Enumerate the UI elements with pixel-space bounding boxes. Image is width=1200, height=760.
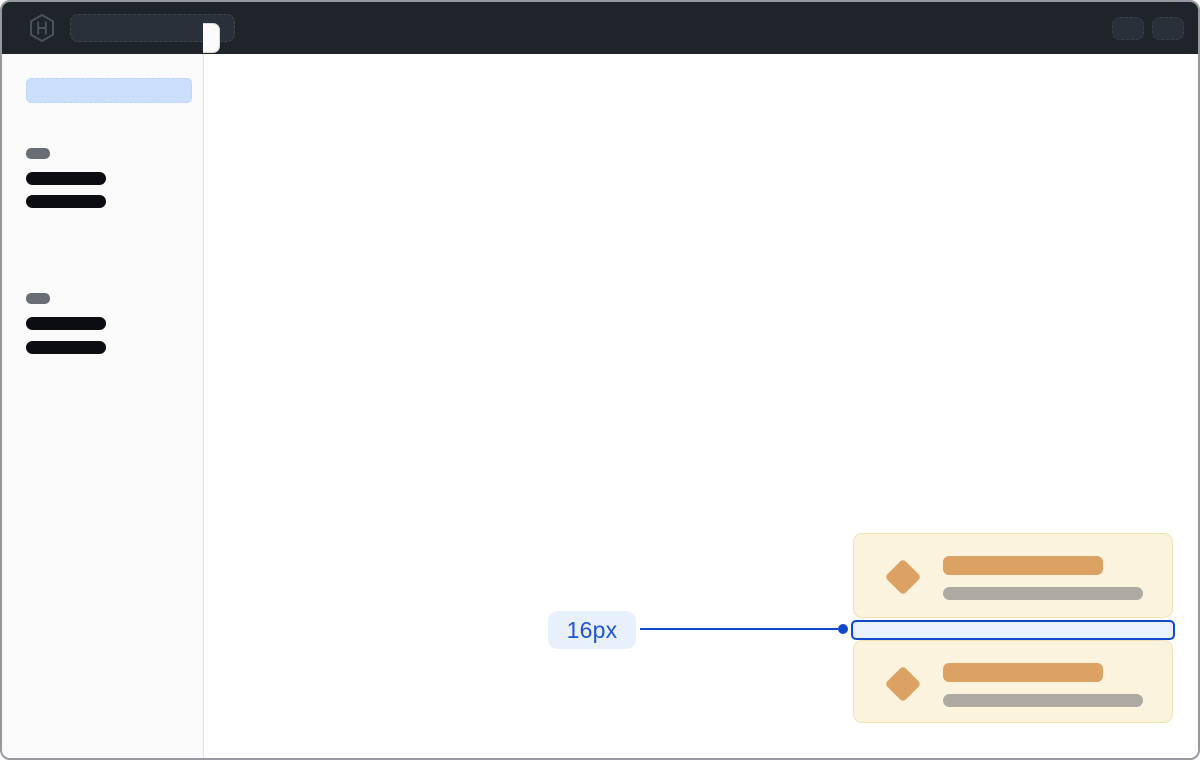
leader-line <box>640 628 838 630</box>
sidebar-section-label-placeholder <box>26 293 50 304</box>
toast-title-placeholder <box>943 556 1103 575</box>
toast-card <box>853 533 1173 618</box>
spacing-label: 16px <box>566 616 618 643</box>
toast-description-placeholder <box>943 694 1143 707</box>
spacing-highlight <box>851 620 1175 640</box>
sidebar-toggle-tab[interactable] <box>203 23 220 53</box>
sidebar-active-item-placeholder[interactable] <box>26 78 192 103</box>
spacing-label-badge: 16px <box>548 611 636 649</box>
header-help-button-placeholder[interactable] <box>1112 16 1144 40</box>
toast-title-placeholder <box>943 663 1103 682</box>
toast-card <box>853 640 1173 723</box>
diamond-alert-icon <box>884 558 921 595</box>
sidebar-nav-item-placeholder[interactable] <box>26 317 106 330</box>
sidebar-section-label-placeholder <box>26 148 50 159</box>
leader-dot <box>838 624 848 634</box>
sidebar-nav-item-placeholder[interactable] <box>26 341 106 354</box>
sidebar-nav-item-placeholder[interactable] <box>26 172 106 185</box>
header-user-menu-placeholder[interactable] <box>1152 16 1184 40</box>
sidebar-nav-item-placeholder[interactable] <box>26 195 106 208</box>
diamond-alert-icon <box>884 665 921 702</box>
sidebar <box>2 54 204 758</box>
hashicorp-logo-icon[interactable] <box>28 14 56 43</box>
top-nav <box>2 2 1198 54</box>
toast-description-placeholder <box>943 587 1143 600</box>
header-actions <box>1112 16 1184 40</box>
